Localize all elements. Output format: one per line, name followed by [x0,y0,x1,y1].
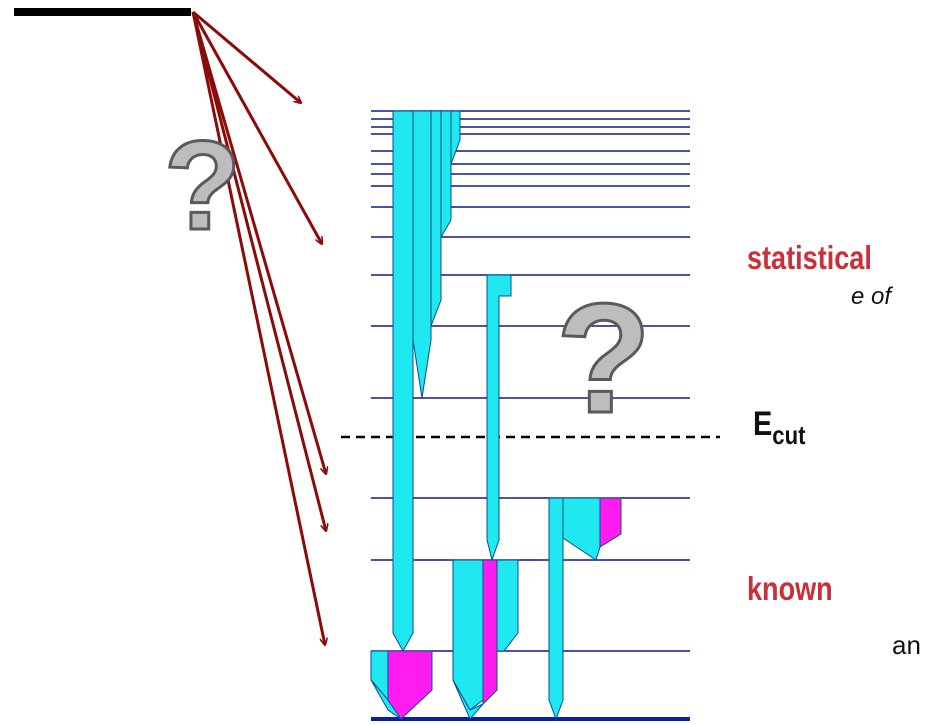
label-statistical: statistical [747,239,872,276]
gamma-arrow [482,559,498,706]
gamma-arrow [412,110,432,399]
fragment-text-an: an [892,630,921,660]
fragment-text-of: e of [851,283,892,310]
question-mark-icon: ? [556,272,651,446]
gamma-arrow [548,497,564,721]
initial-state-bar [14,8,191,16]
label-ecut: Ecut [753,405,805,451]
question-mark-icon: ? [164,115,241,256]
feeding-arrows [191,10,326,645]
feeding-arrow [191,11,325,645]
ecut-subscript: cut [772,420,806,450]
gamma-transitions [370,110,622,721]
gamma-arrow [440,110,452,239]
ecut-main: E [753,405,773,443]
gamma-arrow [599,497,622,548]
feeding-arrow [191,11,326,474]
feeding-arrow [192,10,301,103]
label-known: known [747,570,833,607]
gamma-arrow [450,110,461,165]
feeding-arrow [191,11,324,244]
gamma-arrow [370,679,402,720]
feeding-arrow [191,11,326,531]
gamma-arrow [430,110,442,327]
gamma-arrow [387,650,433,720]
gamma-arrow [486,274,512,562]
gamma-arrow [452,679,484,720]
gamma-arrow [562,497,601,561]
gamma-arrow [496,559,519,652]
gamma-arrow [452,559,484,711]
gamma-arrow [392,110,414,653]
